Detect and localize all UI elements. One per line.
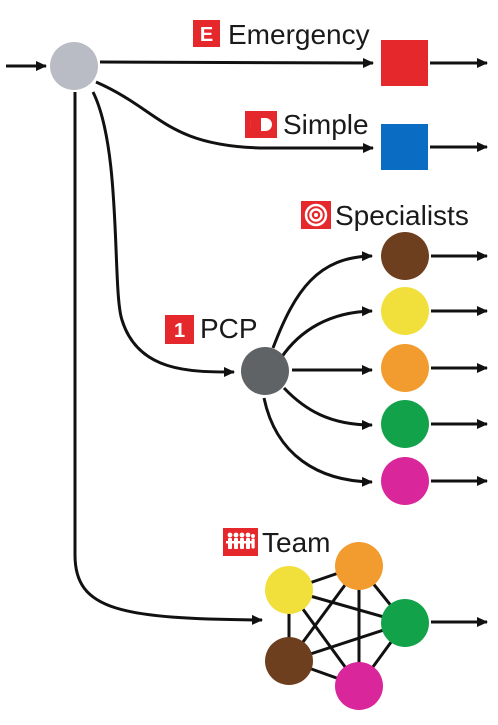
edge-source-to-simple: [95, 80, 374, 153]
people-group-icon: [223, 528, 258, 556]
edge-source-to-emergency: [99, 57, 374, 68]
specialist-node-orange: [381, 344, 429, 392]
target-icon: [301, 201, 331, 229]
pcp-label: PCP: [200, 313, 258, 344]
specialist-node-green: [381, 400, 429, 448]
pill-icon: [245, 111, 277, 138]
number-one-icon: 1: [165, 315, 194, 344]
emergency-node: [381, 40, 428, 86]
specialists-label: Specialists: [335, 200, 469, 231]
simple-label: Simple: [283, 109, 369, 140]
edge-pcp-to-yellow: [279, 306, 373, 359]
specialist-node-magenta: [381, 457, 429, 505]
team-node-green: [381, 599, 429, 647]
team-node-yellow: [265, 566, 313, 614]
pcp-node: [241, 347, 289, 395]
team-node-magenta: [335, 662, 383, 710]
team-label: Team: [262, 527, 330, 558]
team-node-brown: [265, 637, 313, 685]
emergency-label: Emergency: [228, 19, 370, 50]
edges: [6, 57, 488, 627]
specialist-node-brown: [381, 232, 429, 280]
source-node: [50, 42, 98, 90]
edge-pcp-to-green: [282, 386, 373, 430]
team-node-orange: [335, 542, 383, 590]
edge-pcp-to-magenta: [262, 397, 373, 487]
specialist-node-yellow: [381, 287, 429, 335]
svg-text:1: 1: [174, 320, 185, 342]
emergency-badge-letter: E: [200, 24, 213, 46]
edge-source-to-team: [73, 92, 263, 625]
edge-pcp-to-brown: [271, 251, 373, 349]
simple-node: [381, 124, 428, 170]
emergency-badge: [193, 20, 220, 47]
team-nodes: [265, 542, 429, 710]
specialist-nodes: [381, 232, 429, 505]
edge-source-to-pcp: [91, 91, 235, 377]
